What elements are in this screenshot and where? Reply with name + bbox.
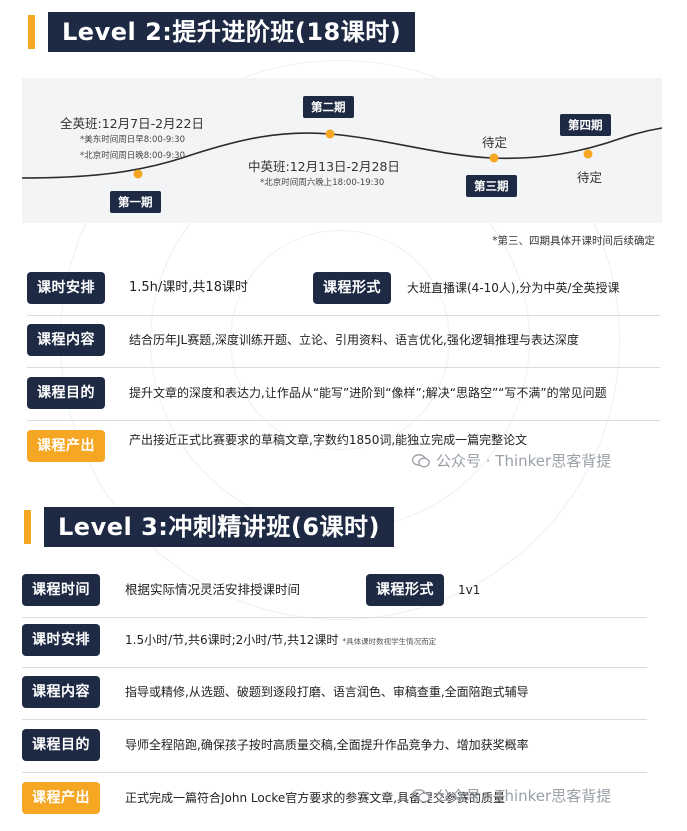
l3-goal-label: 课程目的 — [22, 729, 100, 761]
period-4-tag: 第四期 — [560, 114, 611, 136]
watermark-2: 公众号 · Thinker思客背提 — [411, 785, 612, 806]
divider — [27, 315, 660, 316]
level2-header: Level 2:提升进阶班(18课时) — [28, 12, 416, 52]
period-2-tag: 第二期 — [303, 96, 354, 118]
cn-en-bj-time: *北京时间周六晚上18:00-19:30 — [260, 178, 385, 188]
all-english-bj-time: *北京时间周日晚8:00-9:30 — [80, 151, 185, 161]
l2-row-content: 课程内容 结合历年JL赛题,深度训练开题、立论、引用资料、语言优化,强化逻辑推理… — [27, 320, 660, 368]
wechat-icon — [411, 789, 430, 803]
wechat-icon — [411, 454, 430, 468]
timeline: 全英班:12月7日-2月22日 *美东时间周日早8:00-9:30 *北京时间周… — [22, 78, 662, 223]
all-english-class: 全英班:12月7日-2月22日 — [60, 116, 204, 131]
l3-row-output: 课程产出 正式完成一篇符合John Locke官方要求的参赛文章,具备提交参赛的… — [22, 778, 647, 818]
period-1-tag: 第一期 — [110, 191, 161, 213]
divider — [22, 719, 647, 720]
divider — [27, 420, 660, 421]
l3-content-label: 课程内容 — [22, 676, 100, 708]
l2-output-label: 课程产出 — [27, 430, 105, 462]
l2-row-goal: 课程目的 提升文章的深度和表达力,让作品从“能写”进阶到“像样”;解决“思路空”… — [27, 373, 660, 421]
l2-schedule-label: 课时安排 — [27, 272, 105, 304]
divider — [22, 667, 647, 668]
accent-bar — [28, 15, 35, 49]
level2-title: Level 2:提升进阶班(18课时) — [48, 12, 416, 52]
l2-format-value: 大班直播课(4-10人),分为中英/全英授课 — [407, 281, 620, 295]
l3-schedule-note: *具体课时数视学生情况而定 — [342, 637, 437, 646]
l2-row-output: 课程产出 产出接近正式比赛要求的草稿文章,字数约1850词,能独立完成一篇完整论… — [27, 426, 660, 466]
l3-output-label: 课程产出 — [22, 782, 100, 814]
period-4-dot — [583, 149, 593, 159]
l2-goal-label: 课程目的 — [27, 377, 105, 409]
divider — [22, 772, 647, 773]
l2-output-value: 产出接近正式比赛要求的草稿文章,字数约1850词,能独立完成一篇完整论文 — [129, 433, 528, 447]
l3-row-goal: 课程目的 导师全程陪跑,确保孩子按时高质量交稿,全面提升作品竞争力、增加获奖概率 — [22, 725, 647, 773]
watermark-text: 公众号 · Thinker思客背提 — [436, 452, 612, 470]
watermark-text: 公众号 · Thinker思客背提 — [436, 787, 612, 805]
l2-format-label: 课程形式 — [313, 272, 391, 304]
period-3-dot — [489, 153, 499, 163]
cn-en-class: 中英班:12月13日-2月28日 — [248, 159, 400, 174]
timeline-curve — [22, 127, 662, 179]
l2-content-label: 课程内容 — [27, 324, 105, 356]
divider — [27, 367, 660, 368]
l3-schedule-value: 1.5小时/节,共6课时;2小时/节,共12课时*具体课时数视学生情况而定 — [125, 620, 436, 660]
l2-schedule-value: 1.5h/课时,共18课时 — [129, 280, 248, 295]
l2-goal-value: 提升文章的深度和表达力,让作品从“能写”进阶到“像样”;解决“思路空”“写不满”… — [129, 386, 607, 400]
l3-schedule-text: 1.5小时/节,共6课时;2小时/节,共12课时 — [125, 633, 339, 647]
timeline-note: *第三、四期具体开课时间后续确定 — [492, 235, 655, 247]
l2-content-value: 结合历年JL赛题,深度训练开题、立论、引用资料、语言优化,强化逻辑推理与表达深度 — [129, 333, 579, 347]
level3-header: Level 3:冲刺精讲班(6课时) — [24, 507, 395, 547]
l3-time-value: 根据实际情况灵活安排授课时间 — [125, 582, 301, 597]
l3-time-label: 课程时间 — [22, 574, 100, 606]
all-english-us-time: *美东时间周日早8:00-9:30 — [80, 135, 185, 145]
l3-row-content: 课程内容 指导或精修,从选题、破题到逐段打磨、语言润色、审稿查重,全面陪跑式辅导 — [22, 672, 647, 720]
l3-format-label: 课程形式 — [366, 574, 444, 606]
l2-row-schedule: 课时安排 1.5h/课时,共18课时 课程形式 大班直播课(4-10人),分为中… — [27, 268, 660, 316]
accent-bar — [24, 510, 31, 544]
period-2-dot — [325, 129, 335, 139]
l3-output-value: 正式完成一篇符合John Locke官方要求的参赛文章,具备提交参赛的质量 — [125, 791, 506, 805]
period-4-pending: 待定 — [577, 170, 603, 185]
l3-schedule-label: 课时安排 — [22, 624, 100, 656]
l3-row-schedule: 课时安排 1.5小时/节,共6课时;2小时/节,共12课时*具体课时数视学生情况… — [22, 620, 647, 668]
period-1-dot — [133, 169, 143, 179]
l3-goal-value: 导师全程陪跑,确保孩子按时高质量交稿,全面提升作品竞争力、增加获奖概率 — [125, 738, 529, 752]
l3-row-time: 课程时间 根据实际情况灵活安排授课时间 课程形式 1v1 — [22, 570, 647, 618]
period-3-tag: 第三期 — [466, 175, 517, 197]
l3-content-value: 指导或精修,从选题、破题到逐段打磨、语言润色、审稿查重,全面陪跑式辅导 — [125, 685, 529, 699]
watermark-1: 公众号 · Thinker思客背提 — [411, 450, 612, 471]
divider — [22, 617, 647, 618]
level3-title: Level 3:冲刺精讲班(6课时) — [44, 507, 395, 547]
l3-format-value: 1v1 — [458, 583, 481, 597]
period-3-pending: 待定 — [482, 135, 508, 150]
